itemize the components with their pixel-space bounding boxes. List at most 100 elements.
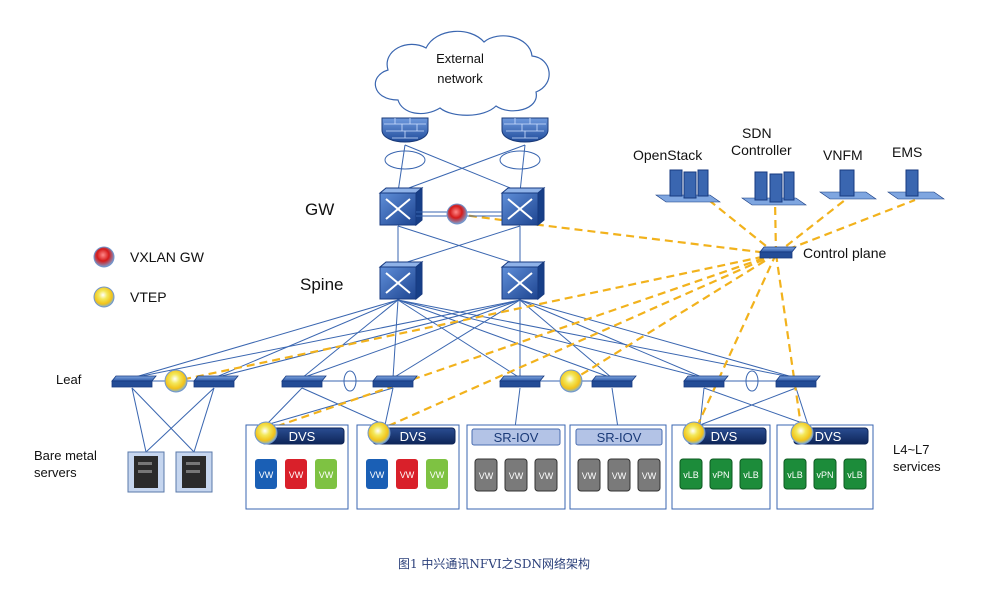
vm-label: vLB (743, 470, 759, 480)
vtep-marker-icon (164, 369, 188, 393)
vm-block (366, 459, 388, 489)
figure-caption: 图1 中兴通讯NFVI之SDN网络架构 (398, 556, 590, 571)
sdn-controller-server-icon (741, 171, 807, 206)
spine-switch-icon (500, 260, 546, 301)
group-header: SR-IOV (597, 430, 642, 445)
vm-block (534, 458, 558, 492)
compute-group: DVS vLB vPN vLB (671, 421, 771, 510)
vm-label: VW (479, 471, 494, 481)
compute-group: DVS vLB vPN vLB (776, 421, 874, 510)
vm-label: VW (642, 471, 657, 481)
vm-block (607, 458, 631, 492)
vm-block (285, 459, 307, 489)
legend: VXLAN GW VTEP (93, 246, 205, 308)
bare-metal-label-line1: Bare metal (34, 448, 97, 463)
group-header: SR-IOV (494, 430, 539, 445)
vm-label: vLB (787, 470, 803, 480)
group-header: DVS (289, 429, 316, 444)
vm-block (843, 458, 867, 490)
leaf-switch-icon (193, 375, 239, 388)
sdn-controller-label-line1: SDN (742, 125, 772, 141)
vm-block (577, 458, 601, 492)
services-label-line2: services (893, 459, 941, 474)
legend-vxlan-gw: VXLAN GW (130, 249, 205, 265)
group-header: DVS (815, 429, 842, 444)
vm-label: vPN (712, 470, 729, 480)
vm-label: VW (400, 470, 415, 480)
vm-label: VW (430, 470, 445, 480)
vm-block (504, 458, 528, 492)
vm-label: VW (582, 471, 597, 481)
spine-switch-icon (378, 260, 424, 301)
vm-block (709, 458, 733, 490)
compute-group: DVS VW VW VW (356, 421, 460, 510)
group-header: DVS (711, 429, 738, 444)
vm-block (255, 459, 277, 489)
external-network-cloud: External network (374, 30, 550, 116)
vm-label: VW (509, 471, 524, 481)
vm-block (396, 459, 418, 489)
vm-label: VW (612, 471, 627, 481)
vm-label: VW (539, 471, 554, 481)
compute-group: DVS VW VW VW (245, 421, 349, 510)
vm-block (474, 458, 498, 492)
spine-tier-label: Spine (300, 275, 343, 294)
vm-block (783, 458, 807, 490)
vm-label: vLB (683, 470, 699, 480)
sdn-controller-label-line2: Controller (731, 142, 792, 158)
bare-metal-label-line2: servers (34, 465, 77, 480)
ems-server-icon (887, 169, 945, 200)
vm-label: vLB (847, 470, 863, 480)
vtep-legend-icon (93, 286, 115, 308)
leaf-switch-icon (499, 375, 545, 388)
vnfm-server-icon (819, 169, 877, 200)
cloud-label-line2: network (437, 71, 483, 86)
control-plane-label: Control plane (803, 245, 886, 261)
vm-block (813, 458, 837, 490)
cloud-label-line1: External (436, 51, 484, 66)
vxlan-gw-legend-icon (93, 246, 115, 268)
vm-label: VW (370, 470, 385, 480)
openstack-server-icon (655, 169, 721, 203)
leaf-switch-icon (281, 375, 327, 388)
vm-block (739, 458, 763, 490)
vm-label: VW (319, 470, 334, 480)
vtep-marker-icon (559, 369, 583, 393)
firewall-icon (381, 117, 429, 143)
control-plane-switch-icon (759, 246, 797, 259)
vm-block (426, 459, 448, 489)
ems-label: EMS (892, 144, 922, 160)
leaf-switch-icon (591, 375, 637, 388)
legend-vtep: VTEP (130, 289, 167, 305)
vm-label: VW (259, 470, 274, 480)
leaf-switch-icon (372, 375, 418, 388)
group-header: DVS (400, 429, 427, 444)
vtep-marker-icon (790, 421, 814, 445)
vm-block (637, 458, 661, 492)
compute-group: SR-IOV VW VW VW (466, 424, 566, 510)
control-plane-links (175, 192, 916, 434)
gw-router-icon (500, 186, 546, 227)
compute-group: SR-IOV VW VW VW (569, 424, 667, 510)
bare-metal-server-icon (175, 451, 213, 493)
vxlan-gw-marker-icon (446, 203, 468, 225)
openstack-label: OpenStack (633, 147, 703, 163)
leaf-switch-icon (111, 375, 157, 388)
vm-label: VW (289, 470, 304, 480)
vm-block (315, 459, 337, 489)
leaf-switch-icon (683, 375, 729, 388)
vtep-marker-icon (254, 421, 278, 445)
leaf-switch-icon (775, 375, 821, 388)
gw-router-icon (378, 186, 424, 227)
vtep-marker-icon (367, 421, 391, 445)
vtep-marker-icon (682, 421, 706, 445)
gw-tier-label: GW (305, 200, 334, 219)
leaf-switches (111, 375, 821, 388)
vm-block (679, 458, 703, 490)
vnfm-label: VNFM (823, 147, 863, 163)
services-label-line1: L4~L7 (893, 442, 930, 457)
bare-metal-server-icon (127, 451, 165, 493)
leaf-tier-label: Leaf (56, 372, 82, 387)
firewall-icon (501, 117, 549, 143)
